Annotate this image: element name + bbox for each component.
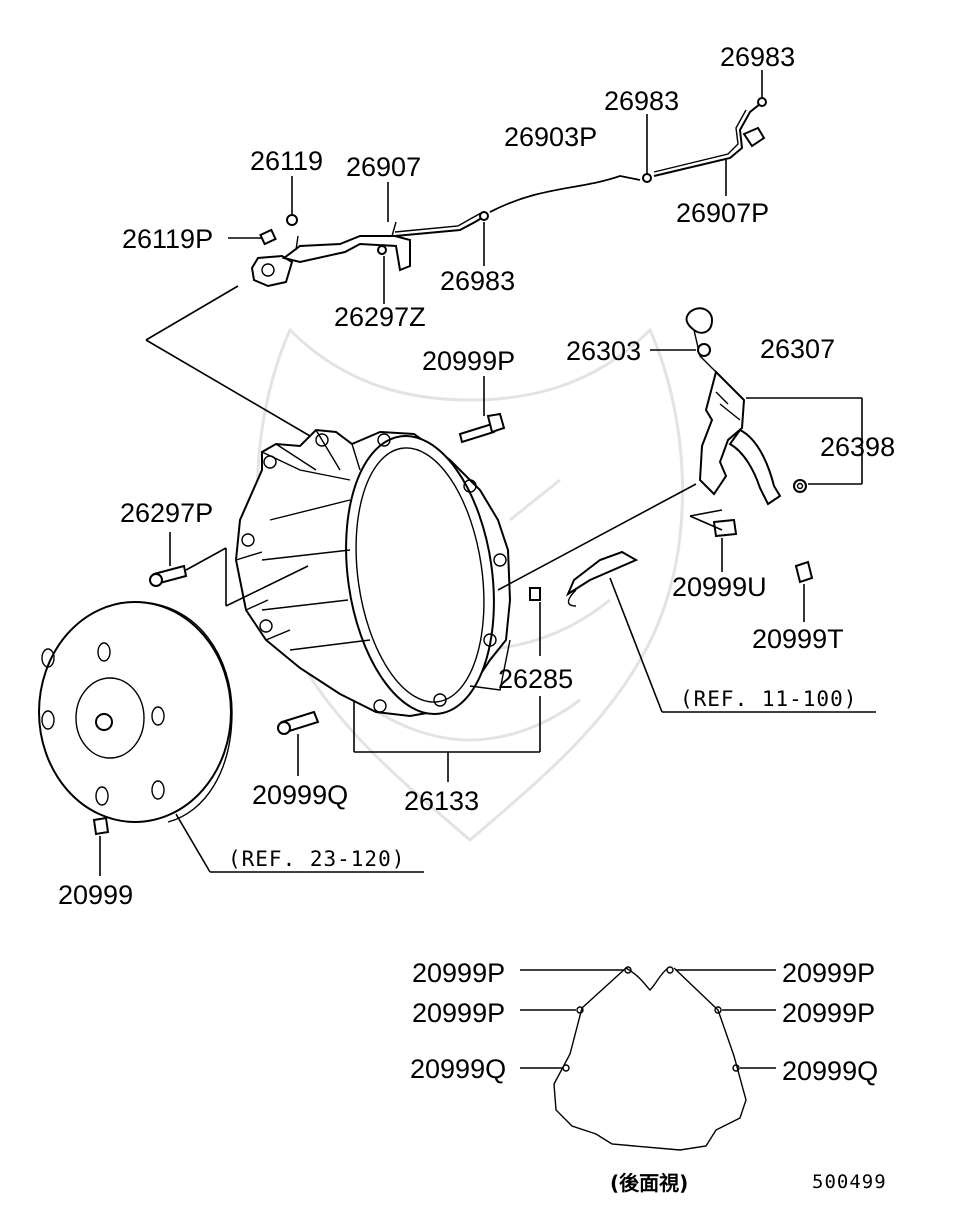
rear-label-20999p: 20999P	[412, 998, 505, 1028]
label-20999u: 20999U	[672, 572, 767, 602]
label-26903p: 26903P	[504, 122, 597, 152]
label-20999q: 20999Q	[252, 780, 348, 810]
label-26285: 26285	[498, 664, 573, 694]
label-26398: 26398	[820, 432, 895, 462]
transmission-housing	[234, 428, 512, 718]
label-26119p: 26119P	[122, 224, 213, 254]
reference-23-120: (REF. 23-120)	[228, 847, 405, 871]
reference-11-100: (REF. 11-100)	[680, 687, 857, 711]
label-20999t: 20999T	[752, 624, 844, 654]
rear-view-leaders	[520, 969, 776, 1069]
label-26303: 26303	[566, 336, 641, 366]
label-26983: 26983	[604, 86, 679, 116]
rear-label-20999q: 20999Q	[782, 1056, 878, 1086]
breather-tube-assembly	[250, 97, 767, 288]
label-26907p: 26907P	[676, 198, 769, 228]
label-26297z: 26297Z	[334, 302, 426, 332]
label-26119: 26119	[250, 146, 323, 176]
label-20999: 20999	[58, 880, 133, 910]
rear-label-20999p: 20999P	[782, 958, 875, 988]
rear-label-20999p: 20999P	[782, 998, 875, 1028]
label-26307: 26307	[760, 334, 835, 364]
label-26133: 26133	[404, 786, 479, 816]
rear-label-20999q: 20999Q	[410, 1054, 506, 1084]
rear-view-outline	[553, 966, 747, 1151]
dipstick-assembly	[685, 307, 807, 506]
diagram-code: 500499	[812, 1171, 887, 1193]
label-20999p: 20999P	[422, 346, 515, 376]
part-labels: 26983 26983 26903P 26907P 26119 26907 26…	[58, 42, 895, 1195]
torque-converter	[38, 601, 233, 823]
leader-lines	[99, 70, 876, 876]
label-26983: 26983	[720, 42, 795, 72]
fasteners	[92, 412, 814, 836]
label-26907: 26907	[346, 152, 421, 182]
label-26983: 26983	[440, 266, 515, 296]
label-26297p: 26297P	[120, 498, 213, 528]
rear-view-caption: (後面視)	[610, 1171, 688, 1195]
rear-label-20999p: 20999P	[412, 958, 505, 988]
